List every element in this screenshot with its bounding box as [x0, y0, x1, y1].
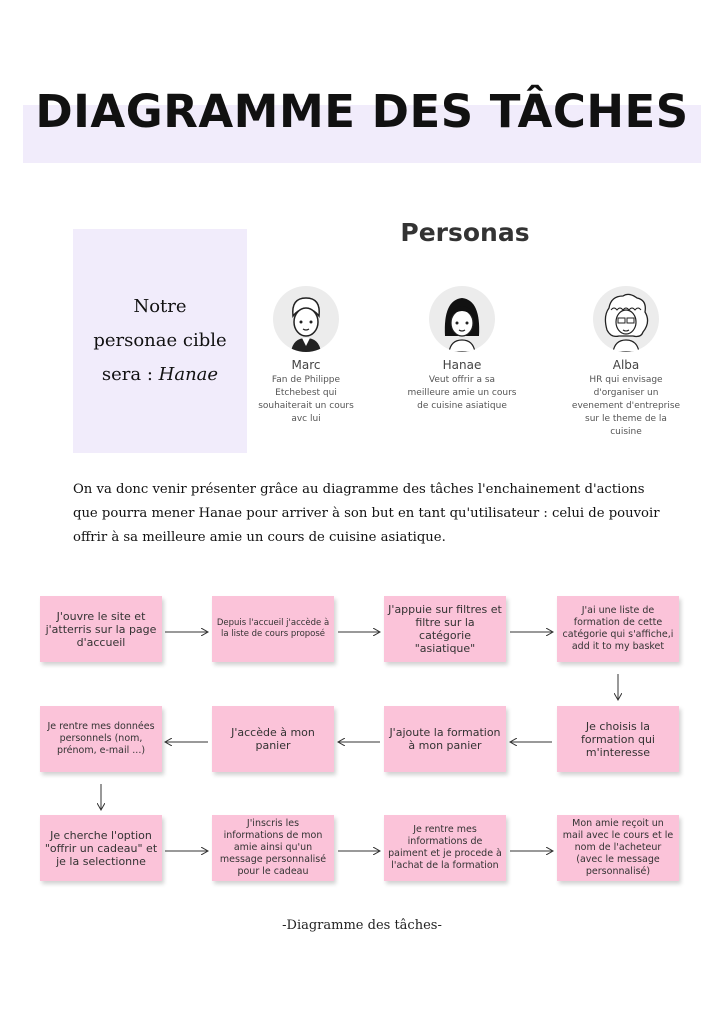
task-step-label: Je rentre mes données personnels (nom, p…: [47, 721, 155, 756]
task-step-1: J'ouvre le site et j'atterris sur la pag…: [40, 596, 162, 662]
task-step-9: Je cherche l'option "offrir un cadeau" e…: [40, 815, 162, 881]
task-step-7: J'accède à mon panier: [212, 706, 334, 772]
task-step-11: Je rentre mes informations de paiment et…: [384, 815, 506, 881]
persona-description: Fan de Philippe Etchebest qui souhaitera…: [258, 375, 354, 424]
intro-paragraph: On va donc venir présenter grâce au diag…: [73, 482, 660, 545]
persona-marc: Marc Fan de Philippe Etchebest qui souha…: [251, 286, 361, 426]
avatar-alba-icon: [593, 286, 659, 352]
task-step-label: J'ajoute la formation à mon panier: [389, 726, 501, 752]
task-step-label: J'ai une liste de formation de cette cat…: [562, 605, 674, 652]
task-step-label: Mon amie reçoit un mail avec le cours et…: [562, 818, 674, 877]
persona-description: HR qui envisage d'organiser un evenement…: [571, 375, 681, 437]
avatar-hanae-icon: [429, 286, 495, 352]
persona-alba: Alba HR qui envisage d'organiser un even…: [571, 286, 681, 439]
title-highlight: [23, 105, 701, 163]
page-title: DIAGRAMME DES TÂCHES: [35, 85, 689, 138]
task-step-6: J'ajoute la formation à mon panier: [384, 706, 506, 772]
task-step-label: J'accède à mon panier: [231, 726, 315, 752]
persona-description: Veut offrir a sa meilleure amie un cours…: [407, 375, 517, 411]
persona-name: Alba: [612, 358, 640, 372]
persona-name: Marc: [291, 358, 321, 372]
target-line-3: sera : Hanae: [93, 358, 226, 392]
target-line-1: Notre: [133, 296, 187, 317]
task-step-label: J'inscris les informations de mon amie a…: [219, 818, 327, 877]
task-step-label: Je rentre mes informations de paiment et…: [388, 824, 502, 871]
persona-hanae: Hanae Veut offrir a sa meilleure amie un…: [407, 286, 517, 413]
task-step-2: Depuis l'accueil j'accède à la liste de …: [212, 596, 334, 662]
target-persona-box: Notre personae cible sera : Hanae: [73, 229, 247, 453]
target-line-3-prefix: sera :: [101, 364, 159, 385]
task-step-8: Je rentre mes données personnels (nom, p…: [40, 706, 162, 772]
task-step-label: J'appuie sur filtres et filtre sur la ca…: [388, 603, 502, 655]
target-persona-text: Notre personae cible sera : Hanae: [93, 290, 226, 392]
personas-title: Personas: [400, 218, 530, 247]
task-step-label: Je choisis la formation qui m'interesse: [581, 719, 655, 759]
task-step-10: J'inscris les informations de mon amie a…: [212, 815, 334, 881]
persona-name: Hanae: [442, 358, 482, 372]
target-line-2: personae cible: [93, 330, 227, 351]
target-persona-name: Hanae: [158, 364, 219, 385]
task-step-label: J'ouvre le site et j'atterris sur la pag…: [45, 609, 157, 649]
diagram-caption: -Diagramme des tâches-: [282, 918, 442, 933]
task-step-4: J'ai une liste de formation de cette cat…: [557, 596, 679, 662]
avatar-marc-icon: [273, 286, 339, 352]
task-step-label: Je cherche l'option "offrir un cadeau" e…: [44, 828, 158, 868]
task-step-12: Mon amie reçoit un mail avec le cours et…: [557, 815, 679, 881]
task-step-3: J'appuie sur filtres et filtre sur la ca…: [384, 596, 506, 662]
task-step-5: Je choisis la formation qui m'interesse: [557, 706, 679, 772]
task-step-label: Depuis l'accueil j'accède à la liste de …: [216, 618, 330, 639]
